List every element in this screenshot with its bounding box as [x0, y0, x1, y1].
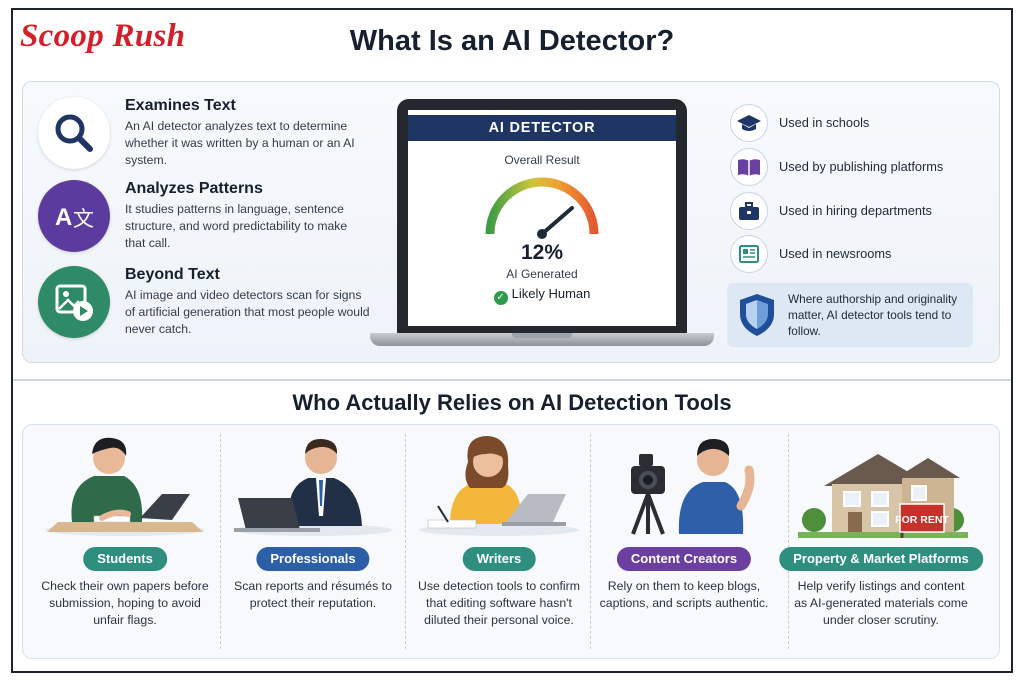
verdict: ✓Likely Human — [408, 286, 676, 305]
brand-logo: Scoop Rush — [20, 18, 186, 54]
audience-label: Students — [83, 547, 167, 571]
audience-students: Students Check their own papers before s… — [32, 424, 218, 659]
check-icon: ✓ — [493, 291, 508, 305]
svg-text:A: A — [55, 204, 72, 231]
briefcase-icon — [730, 192, 768, 230]
feature-beyond-text: Beyond Text AI image and video detectors… — [38, 266, 378, 348]
use-hiring: Used in hiring departments — [730, 192, 990, 230]
audience-desc: Rely on them to keep blogs, captions, an… — [599, 579, 769, 610]
authorship-note: Where authorship and originality matter,… — [727, 283, 973, 347]
audience-desc: Use detection tools to confirm that edit… — [418, 579, 580, 627]
section-divider — [13, 379, 1011, 381]
student-illustration — [45, 437, 205, 536]
audience-writers: Writers Use detection tools to confirm t… — [406, 424, 592, 659]
detector-screen: AI DETECTOR Overall Result 12% AI Genera… — [408, 110, 676, 326]
graduation-cap-icon — [730, 104, 768, 142]
ai-percentage: 12% — [520, 241, 564, 264]
rent-sign-text: FOR RENT — [895, 514, 949, 526]
laptop-base — [370, 333, 714, 346]
feature-title: Examines Text — [125, 97, 236, 114]
feature-desc: An AI detector analyzes text to determin… — [125, 119, 355, 167]
audience-label: Property & Market Platforms — [779, 547, 983, 571]
column-separator — [220, 434, 221, 649]
audience-desc: Scan reports and résumés to protect thei… — [234, 579, 392, 610]
laptop-notch — [512, 333, 572, 338]
page-title: What Is an AI Detector? — [349, 25, 675, 57]
use-label: Used in hiring departments — [779, 203, 932, 218]
use-newsrooms: Used in newsrooms — [730, 235, 990, 273]
audience-panel — [22, 424, 1000, 659]
feature-desc: AI image and video detectors scan for si… — [125, 288, 370, 336]
audience-label: Professionals — [256, 547, 370, 571]
audience-label: Writers — [462, 547, 536, 571]
feature-desc: It studies patterns in language, sentenc… — [125, 202, 348, 250]
feature-examines-text: Examines Text An AI detector analyzes te… — [38, 97, 378, 179]
use-schools: Used in schools — [730, 104, 990, 142]
house-illustration: FOR RENT — [798, 454, 968, 538]
audience-desc: Check their own papers before submission… — [41, 579, 209, 627]
shield-icon — [740, 294, 774, 336]
image-video-icon — [38, 266, 110, 338]
overall-result-label: Overall Result — [504, 153, 580, 167]
use-label: Used in schools — [779, 115, 870, 130]
laptop-screen: AI DETECTOR Overall Result 12% AI Genera… — [397, 99, 687, 334]
professional-illustration — [233, 438, 393, 536]
result-gauge — [485, 177, 599, 239]
use-label: Used by publishing platforms — [779, 159, 944, 174]
column-separator — [788, 434, 789, 649]
svg-text:文: 文 — [73, 207, 94, 231]
audience-property-platforms: FOR RENT Property & Market Platforms Hel… — [779, 424, 983, 659]
use-publishing: Used by publishing platforms — [730, 148, 990, 186]
audience-label: Content Creators — [616, 547, 752, 571]
creator-illustration — [631, 438, 755, 535]
feature-analyzes-patterns: A 文 Analyzes Patterns It studies pattern… — [38, 180, 378, 262]
magnifier-icon — [38, 97, 110, 169]
feature-title: Beyond Text — [125, 266, 220, 283]
audience-content-creators: Content Creators Rely on them to keep bl… — [591, 424, 777, 659]
column-separator — [405, 434, 406, 649]
use-label: Used in newsrooms — [779, 246, 892, 261]
ai-generated-label: AI Generated — [506, 267, 578, 281]
feature-title: Analyzes Patterns — [125, 180, 263, 197]
column-separator — [590, 434, 591, 649]
writer-illustration — [419, 436, 579, 536]
newspaper-icon — [730, 235, 768, 273]
audience-desc: Help verify listings and content as AI-g… — [794, 579, 968, 627]
book-icon — [730, 148, 768, 186]
gauge-needle — [540, 206, 574, 236]
audience-professionals: Professionals Scan reports and résumés t… — [220, 424, 406, 659]
translate-icon: A 文 — [38, 180, 110, 252]
section-title: Who Actually Relies on AI Detection Tool… — [292, 390, 732, 415]
verdict-label: Likely Human — [511, 286, 591, 301]
note-text: Where authorship and originality matter,… — [788, 292, 958, 338]
detector-header: AI DETECTOR — [408, 115, 676, 141]
